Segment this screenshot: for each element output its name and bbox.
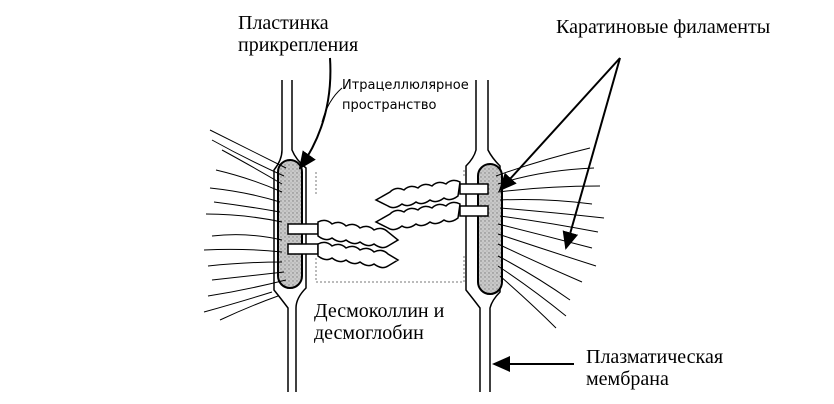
left-keratin-filaments (203, 129, 287, 321)
intracellular-space-label: Итрацеллюлярное пространство (342, 76, 469, 116)
intracellular-pointer-line (321, 87, 343, 123)
attachment-plaque-label-line2: прикрепления (238, 34, 359, 56)
keratin-pointer-arrow-1 (498, 57, 621, 192)
keratin-pointer-arrow-2 (562, 57, 621, 250)
desmocollin-label-line1: Десмоколлин и (314, 300, 445, 322)
intracellular-space-label-line2: пространство (342, 98, 437, 113)
left-desmocollin-chain (287, 219, 400, 269)
attachment-plaque-label: Пластинка прикрепления (238, 12, 358, 56)
right-attachment-plaque (477, 163, 503, 295)
intercellular-dashed-box (315, 170, 465, 283)
right-desmocollin-chain (374, 179, 489, 231)
attachment-plaque-label-line1: Пластинка (238, 12, 329, 34)
desmocollin-label-line2: десмоглобин (314, 322, 424, 344)
desmocollin-label: Десмоколлин и десмоглобин (314, 300, 444, 344)
plasma-membrane-label-line2: мембрана (586, 368, 669, 390)
intracellular-space-label-line1: Итрацеллюлярное (342, 78, 469, 93)
right-keratin-filaments (495, 147, 605, 329)
pointer-arrows (298, 57, 621, 372)
plasma-membrane-label-line1: Плазматическая (586, 346, 724, 368)
keratin-filaments-label: Каратиновые филаменты (556, 16, 771, 38)
plaque-pointer-arrow (298, 57, 332, 170)
plasma-membrane-label: Плазматическая мембрана (586, 346, 723, 390)
